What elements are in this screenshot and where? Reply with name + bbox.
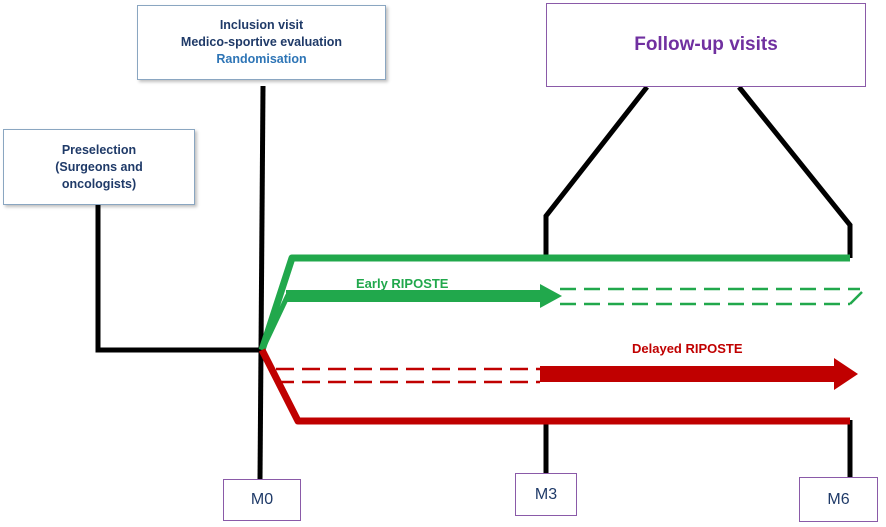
delayed-arm-lower-line <box>258 348 850 425</box>
followup-connector-m6 <box>737 85 853 258</box>
inclusion-visit-label: Inclusion visit <box>219 18 304 32</box>
early-riposte-label: Early RIPOSTE <box>356 276 449 291</box>
medico-sportive-label: Medico-sportive evaluation <box>180 35 343 49</box>
inclusion-visit-box: Inclusion visit Medico-sportive evaluati… <box>137 5 386 80</box>
preselection-label: Preselection <box>61 142 137 157</box>
follow-up-visits-label: Follow-up visits <box>634 34 778 55</box>
preselection-connector <box>95 205 262 353</box>
follow-up-visits-box: Follow-up visits <box>546 3 866 87</box>
delayed-riposte-label: Delayed RIPOSTE <box>632 341 743 356</box>
followup-connector-m3 <box>543 85 649 258</box>
early-arm-upper-line <box>258 254 850 352</box>
early-arm-diagonal <box>259 293 291 352</box>
timepoint-m0: M0 <box>223 479 301 521</box>
timepoint-m6: M6 <box>799 477 878 522</box>
early-arm-arrowhead <box>540 284 562 308</box>
preselection-detail-line1: (Surgeons and <box>55 159 143 174</box>
early-arm-dashed-tip <box>849 291 863 305</box>
preselection-detail-line2: oncologists) <box>61 176 137 191</box>
randomisation-label: Randomisation <box>216 52 307 66</box>
inclusion-connector <box>257 85 266 481</box>
timepoint-m3: M3 <box>515 473 577 516</box>
delayed-arm-arrowhead <box>834 358 858 390</box>
preselection-box: Preselection (Surgeons and oncologists) <box>3 129 195 205</box>
